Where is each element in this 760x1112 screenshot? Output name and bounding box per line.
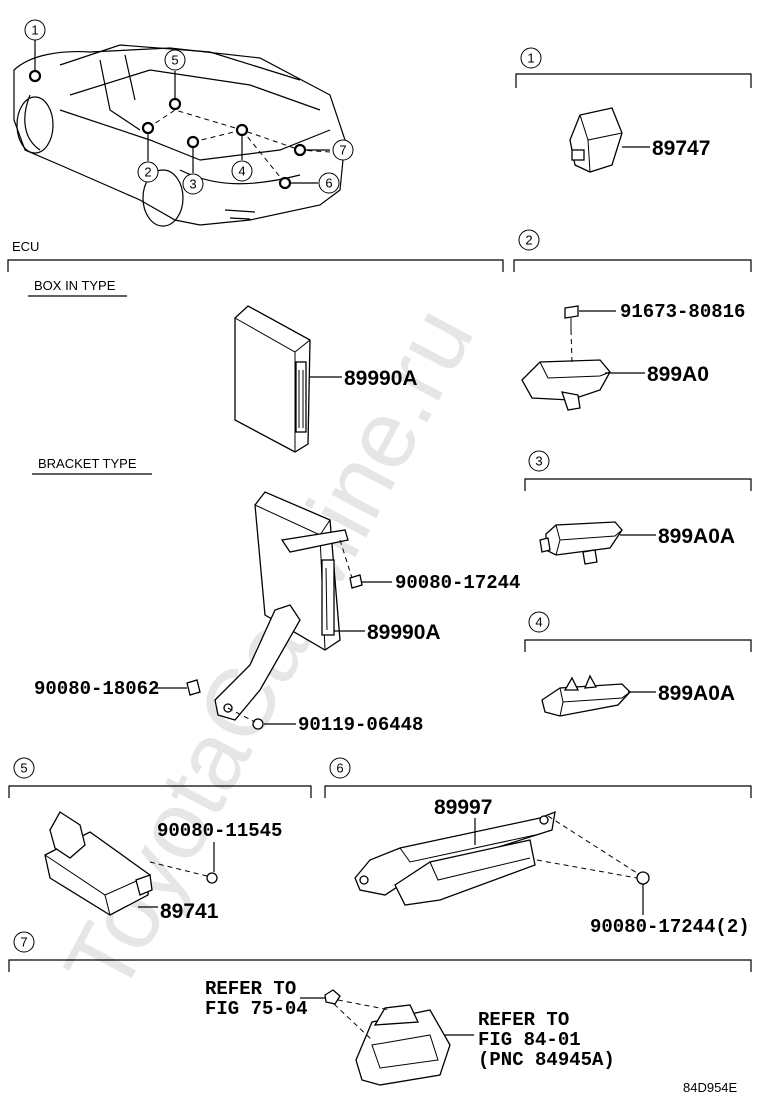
part-number-90080-17244-x2[interactable]: 90080-17244(2) [590, 916, 750, 938]
svg-text:6: 6 [325, 176, 332, 191]
section-4-number: 4 [535, 615, 542, 630]
refer-right-line-1: REFER TO [478, 1009, 569, 1031]
ecu-box-in-type-drawing [234, 305, 311, 453]
section-2: 2 91673-80816 899A0 [513, 229, 752, 411]
car-overview: 1 2 3 4 5 6 7 [13, 19, 354, 227]
section-7-number: 7 [20, 935, 27, 950]
part-number-89741[interactable]: 89741 [160, 900, 219, 923]
refer-right-line-3: (PNC 84945A) [478, 1049, 615, 1071]
section-4: 4 899A0A [524, 611, 752, 717]
ecu-title: ECU [12, 239, 39, 254]
svg-text:4: 4 [238, 164, 245, 179]
refer-right-line-2[interactable]: FIG 84-01 [478, 1029, 581, 1051]
part-89997-drawing [354, 810, 650, 906]
section-3-number: 3 [535, 454, 542, 469]
svg-text:1: 1 [31, 23, 38, 38]
part-number-89747[interactable]: 89747 [652, 137, 710, 160]
part-number-90080-18062[interactable]: 90080-18062 [34, 678, 159, 700]
part-number-899a0[interactable]: 899A0 [647, 363, 709, 386]
part-number-90080-11545[interactable]: 90080-11545 [157, 820, 282, 842]
section-1: 1 89747 [515, 47, 752, 173]
refer-left-line-1: REFER TO [205, 978, 296, 1000]
section-6: 6 89997 90080-17244(2) [324, 757, 752, 938]
part-89741-drawing [44, 811, 218, 916]
part-899a0a-4-drawing [541, 674, 631, 717]
part-number-89990a-box[interactable]: 89990A [344, 367, 418, 390]
section-2-number: 2 [525, 233, 532, 248]
part-899a0a-3-drawing [539, 521, 623, 565]
section-ecu: ECU BOX IN TYPE 89990A BRACKET TYPE [7, 239, 520, 736]
section-7: 7 REFER TO FIG 75-04 REFER TO FIG 84-01 … [8, 931, 752, 1086]
bracket-type-label: BRACKET TYPE [38, 456, 137, 471]
section-5-number: 5 [20, 761, 27, 776]
car-illustration [13, 44, 346, 227]
overview-callout-3: 3 [182, 173, 204, 195]
refer-left-line-2[interactable]: FIG 75-04 [205, 998, 308, 1020]
part-number-90119-06448[interactable]: 90119-06448 [298, 714, 423, 736]
part-number-89997[interactable]: 89997 [434, 796, 492, 819]
part-number-90080-17244-bracket[interactable]: 90080-17244 [395, 572, 520, 594]
part-number-89990a-bracket[interactable]: 89990A [367, 621, 441, 644]
section-5: 5 90080-11545 89741 [8, 757, 312, 923]
overview-callout-7: 7 [332, 139, 354, 161]
section-3: 3 899A0A [524, 450, 752, 565]
svg-text:7: 7 [339, 143, 346, 158]
part-number-91673-80816[interactable]: 91673-80816 [620, 301, 745, 323]
overview-callout-5: 5 [164, 49, 186, 71]
overview-callout-4: 4 [231, 160, 253, 182]
section-6-number: 6 [336, 761, 343, 776]
svg-text:3: 3 [189, 177, 196, 192]
overview-callout-1: 1 [24, 19, 46, 41]
ecu-bracket-type-drawing [186, 491, 363, 730]
part-899a0-drawing [521, 305, 611, 411]
svg-text:2: 2 [144, 165, 151, 180]
part-number-899a0a-3[interactable]: 899A0A [658, 525, 735, 548]
overview-callout-6: 6 [318, 172, 340, 194]
svg-text:5: 5 [171, 53, 178, 68]
part-89747-drawing [569, 107, 623, 173]
overview-callout-2: 2 [137, 161, 159, 183]
part-connector-drawing [324, 989, 451, 1086]
box-in-type-label: BOX IN TYPE [34, 278, 116, 293]
section-1-number: 1 [527, 51, 534, 66]
overview-leaders [34, 40, 330, 184]
figure-code: 84D954E [683, 1080, 738, 1095]
part-number-899a0a-4[interactable]: 899A0A [658, 682, 735, 705]
